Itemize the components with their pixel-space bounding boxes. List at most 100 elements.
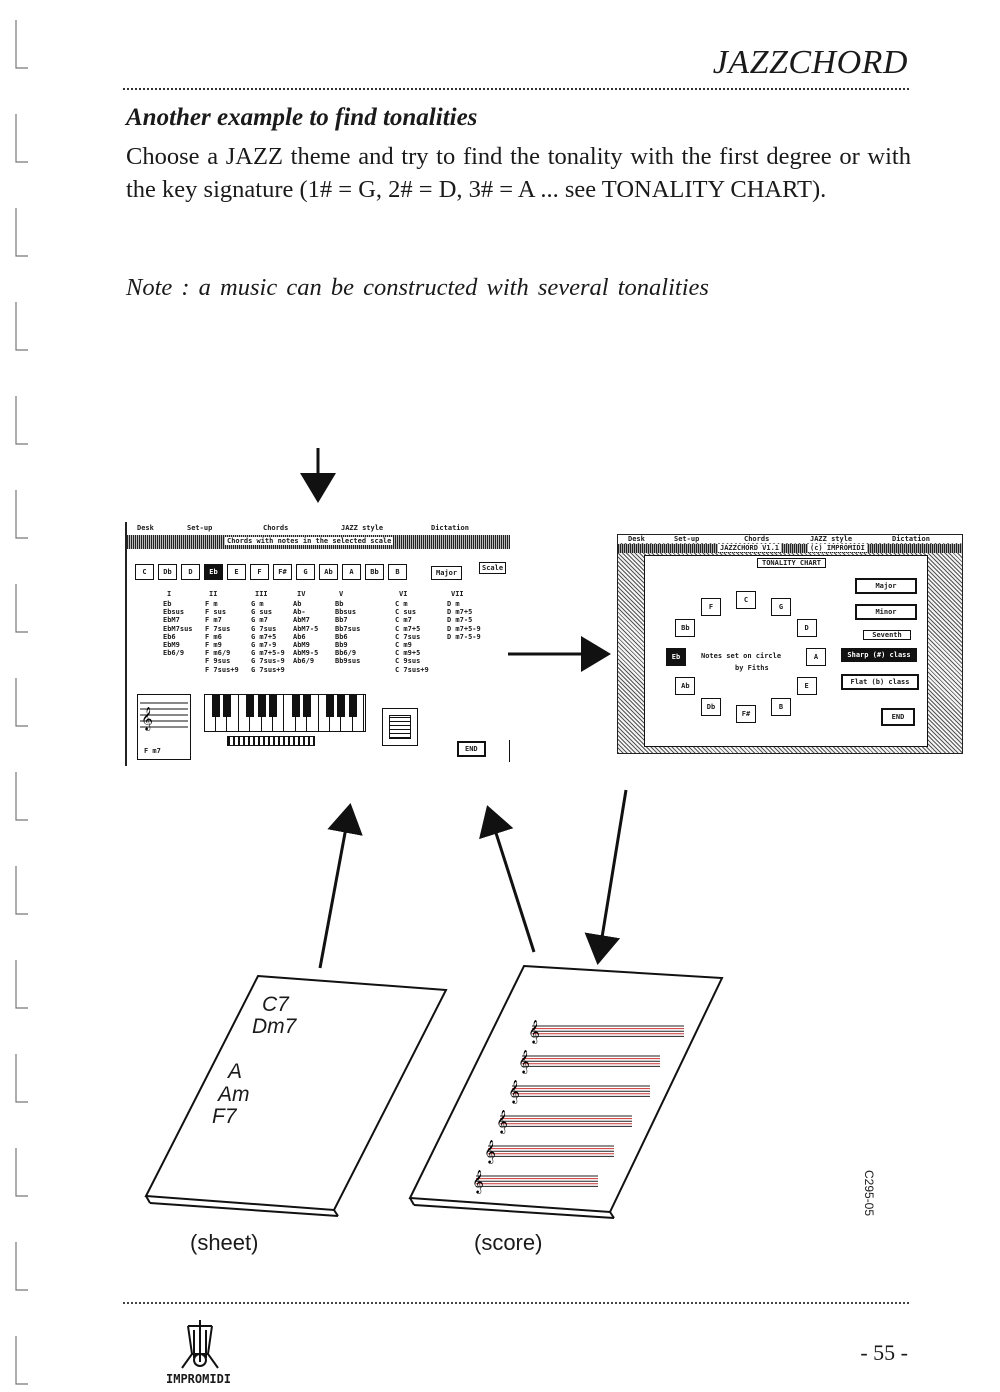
key-button-1[interactable]: Db: [158, 564, 177, 580]
chord-cell[interactable]: F 7sus: [205, 624, 231, 633]
piano-white-key[interactable]: [228, 695, 239, 731]
end-button[interactable]: END: [881, 708, 915, 726]
chord-cell[interactable]: EbM7sus: [163, 624, 193, 633]
circle-note-0[interactable]: C: [736, 590, 756, 609]
chord-cell[interactable]: C sus: [395, 608, 417, 617]
chord-cell[interactable]: F m6/9: [205, 649, 231, 658]
key-button-2[interactable]: D: [181, 564, 200, 580]
chord-cell[interactable]: G 7sus-9: [251, 657, 285, 666]
chord-cell[interactable]: F m9: [205, 641, 222, 649]
chord-cell[interactable]: F 7sus+9: [205, 665, 239, 674]
chord-cell[interactable]: F sus: [205, 608, 227, 617]
menu-dictation[interactable]: Dictation: [431, 524, 469, 532]
chord-cell[interactable]: D m7+5-9: [447, 624, 481, 633]
chord-cell[interactable]: Eb: [163, 600, 172, 608]
circle-note-7[interactable]: Db: [701, 697, 721, 716]
chord-cell[interactable]: Bb9: [335, 641, 348, 649]
piano-black-key[interactable]: [303, 695, 312, 717]
chord-cell[interactable]: Bb6/9: [335, 649, 357, 658]
menu-chords[interactable]: Chords: [744, 535, 770, 543]
major-button[interactable]: Major: [855, 578, 917, 594]
key-button-5[interactable]: F: [250, 564, 269, 580]
chord-cell[interactable]: Ebsus: [163, 608, 185, 617]
chord-cell[interactable]: Ab6/9: [293, 657, 315, 666]
piano-black-key[interactable]: [337, 695, 346, 717]
chord-cell[interactable]: Ab-: [293, 608, 306, 617]
scale-button[interactable]: Scale: [479, 562, 507, 574]
chord-cell[interactable]: Bb7: [335, 616, 348, 625]
piano-white-key[interactable]: [273, 695, 285, 731]
piano-black-key[interactable]: [291, 695, 300, 717]
circle-note-9[interactable]: Eb: [666, 648, 686, 666]
chord-cell[interactable]: Ab: [293, 600, 302, 608]
menu-setup[interactable]: Set-up: [674, 535, 700, 543]
mode-major-button[interactable]: Major: [431, 566, 463, 580]
chord-cell[interactable]: Bb9sus: [335, 657, 361, 666]
menu-chords[interactable]: Chords: [263, 524, 289, 532]
chord-cell[interactable]: D m7+5: [447, 608, 473, 617]
menu-dictation[interactable]: Dictation: [892, 535, 930, 543]
circle-note-2[interactable]: D: [796, 619, 817, 638]
circle-note-11[interactable]: F: [701, 598, 721, 617]
circle-note-10[interactable]: Bb: [675, 619, 696, 638]
minor-button[interactable]: Minor: [855, 604, 917, 620]
piano-black-key[interactable]: [223, 695, 232, 717]
chord-cell[interactable]: AbM7-5: [293, 624, 319, 633]
chord-cell[interactable]: C m9+5: [395, 649, 421, 658]
chord-cell[interactable]: C 7sus: [395, 632, 421, 641]
menu-setup[interactable]: Set-up: [187, 524, 213, 532]
chord-cell[interactable]: C 9sus: [395, 657, 421, 666]
chord-cell[interactable]: Bb7sus: [335, 624, 361, 633]
tempo-slider[interactable]: [227, 736, 315, 746]
chord-cell[interactable]: Bb: [335, 600, 344, 608]
sharp-class-button[interactable]: Sharp (#) class: [841, 648, 917, 662]
circle-note-3[interactable]: A: [806, 648, 826, 666]
flat-class-button[interactable]: Flat (b) class: [841, 674, 919, 690]
chord-cell[interactable]: G m7+5-9: [251, 649, 285, 658]
piano-black-key[interactable]: [348, 695, 357, 717]
piano-black-key[interactable]: [269, 695, 277, 717]
chord-cell[interactable]: Eb6/9: [163, 649, 185, 658]
chord-cell[interactable]: F m6: [205, 632, 222, 641]
chord-cell[interactable]: G sus: [251, 608, 273, 617]
chord-cell[interactable]: G m7: [251, 616, 268, 625]
piano-white-key[interactable]: [353, 695, 365, 731]
piano-black-key[interactable]: [246, 695, 255, 717]
chord-cell[interactable]: D m7-5-9: [447, 632, 481, 641]
chord-cell[interactable]: G 7sus+9: [251, 665, 285, 674]
chord-cell[interactable]: C m9: [395, 641, 412, 649]
piano-black-key[interactable]: [212, 695, 220, 717]
key-button-0[interactable]: C: [135, 564, 154, 580]
chord-cell[interactable]: Bb6: [335, 632, 348, 641]
chord-cell[interactable]: C 7sus+9: [395, 665, 429, 674]
grid-button[interactable]: [382, 708, 418, 746]
key-button-8[interactable]: Ab: [319, 564, 338, 580]
chord-cell[interactable]: AbM7: [293, 616, 310, 625]
chord-cell[interactable]: AbM9-5: [293, 649, 319, 658]
chord-cell[interactable]: G m: [251, 600, 264, 608]
menu-desk[interactable]: Desk: [137, 524, 154, 532]
chord-cell[interactable]: Ab6: [293, 632, 306, 641]
chord-cell[interactable]: F m7: [205, 616, 222, 625]
chord-cell[interactable]: AbM9: [293, 641, 310, 649]
piano-black-key[interactable]: [326, 695, 334, 717]
key-button-6[interactable]: F#: [273, 564, 292, 580]
chord-cell[interactable]: G m7-9: [251, 641, 277, 649]
menu-jazz-style[interactable]: JAZZ style: [810, 535, 853, 543]
key-button-3[interactable]: Eb: [204, 564, 223, 580]
chord-cell[interactable]: G 7sus: [251, 624, 277, 633]
chord-cell[interactable]: C m7: [395, 616, 412, 625]
chord-cell[interactable]: Eb6: [163, 632, 176, 641]
chord-cell[interactable]: EbM7: [163, 616, 180, 625]
chord-cell[interactable]: C m7+5: [395, 624, 421, 633]
key-button-4[interactable]: E: [227, 564, 246, 580]
key-button-11[interactable]: B: [388, 564, 407, 580]
chord-cell[interactable]: G m7+5: [251, 632, 277, 641]
key-button-10[interactable]: Bb: [365, 564, 384, 580]
chord-cell[interactable]: D m7-5: [447, 616, 473, 625]
chord-cell[interactable]: F 9sus: [205, 657, 231, 666]
circle-note-4[interactable]: E: [796, 676, 817, 695]
piano-black-key[interactable]: [257, 695, 266, 717]
key-button-7[interactable]: G: [296, 564, 315, 580]
key-button-9[interactable]: A: [342, 564, 361, 580]
